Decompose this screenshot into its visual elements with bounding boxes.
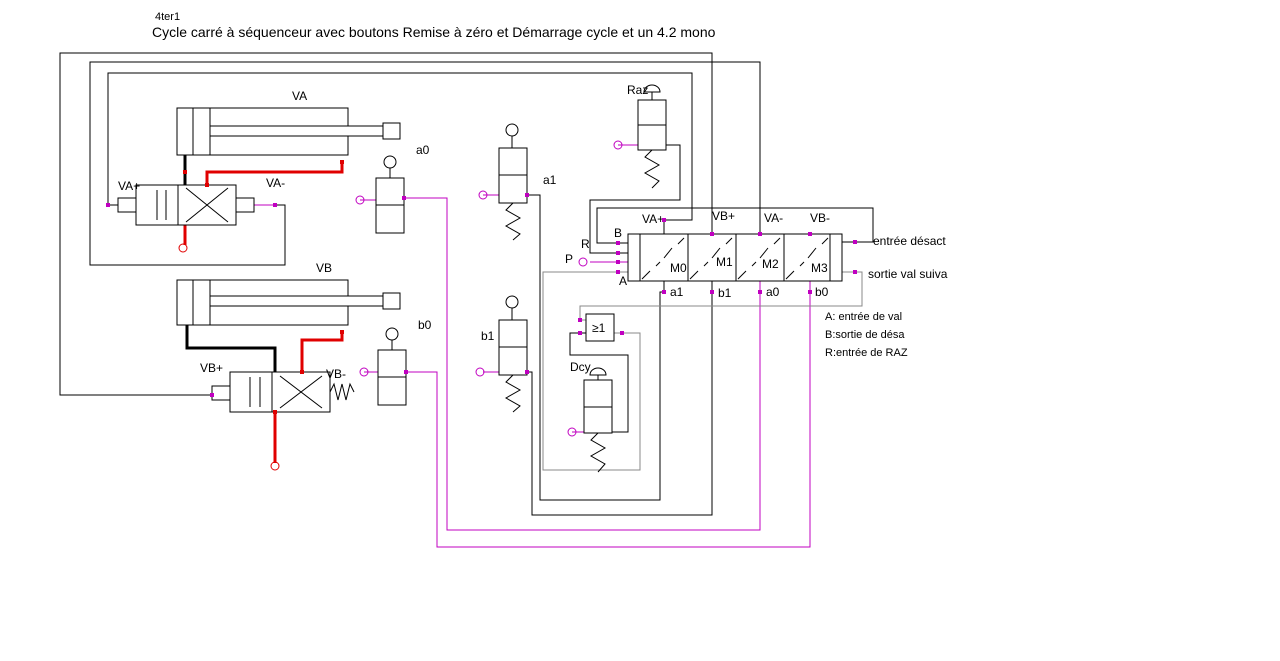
sensor-valve-a0: a0 xyxy=(375,143,430,234)
input-b0: b0 xyxy=(815,285,829,299)
dcy-label: Dcy xyxy=(570,360,591,374)
legend-a: A: entrée de val xyxy=(825,311,902,323)
sensor-valve-b1: b1 xyxy=(481,295,528,413)
raz-label: Raz xyxy=(627,83,648,97)
output-va-minus: VA- xyxy=(764,211,783,225)
cylinder-vb: VB xyxy=(176,261,401,326)
diagram-code: 4ter1 xyxy=(155,11,180,23)
vb-plus-label: VB+ xyxy=(200,361,223,375)
port-a: A xyxy=(619,274,627,288)
valve-va-4-2: VA+ VA- xyxy=(117,176,285,226)
pressure-source-icon xyxy=(178,243,188,253)
legend-r: R:entrée de RAZ xyxy=(825,347,908,359)
cylinder-vb-label: VB xyxy=(316,261,332,275)
port-b: B xyxy=(614,226,622,240)
sequencer: M0 M1 M2 M3 VA+ VB+ VA- VB- a1 b1 a0 b0 … xyxy=(565,209,948,300)
sensor-valve-b0: b0 xyxy=(377,318,432,406)
port-r: R xyxy=(581,237,590,251)
wire-a0 xyxy=(404,197,761,531)
pressure-source-icon xyxy=(578,257,588,267)
cylinder-va-label: VA xyxy=(292,89,307,103)
input-a0: a0 xyxy=(766,285,780,299)
sensor-b1-label: b1 xyxy=(481,329,495,343)
module-m3: M3 xyxy=(811,261,828,275)
sensor-a1-label: a1 xyxy=(543,173,557,187)
valve-vb-4-2-mono: VB+ VB- xyxy=(200,361,355,413)
or-gate: ≥1 xyxy=(585,313,615,342)
cylinder-va: VA xyxy=(176,89,401,156)
wire-or-output xyxy=(542,271,641,471)
entree-desact-label: entrée désact xyxy=(873,234,946,248)
va-plus-label: VA+ xyxy=(118,179,140,193)
sensor-b0-label: b0 xyxy=(418,318,432,332)
button-raz[interactable]: Raz xyxy=(627,83,667,189)
wire-b0 xyxy=(406,281,811,548)
wire-vb-plus xyxy=(59,52,713,396)
sensor-a0-label: a0 xyxy=(416,143,430,157)
port-p: P xyxy=(565,252,573,266)
wire-raz xyxy=(589,144,681,254)
output-vb-minus: VB- xyxy=(810,211,830,225)
legend: A: entrée de val B:sortie de désa R:entr… xyxy=(825,311,908,359)
pressure-source-icon xyxy=(270,461,280,471)
wire-dcy xyxy=(569,332,629,433)
module-m2: M2 xyxy=(762,257,779,271)
wire-desact xyxy=(596,207,874,244)
output-vb-plus: VB+ xyxy=(712,209,735,223)
or-gate-label: ≥1 xyxy=(592,321,606,335)
vb-minus-label: VB- xyxy=(326,367,346,381)
wire-va-minus xyxy=(89,61,761,266)
legend-b: B:sortie de désa xyxy=(825,329,905,341)
input-b1: b1 xyxy=(718,286,732,300)
wire-b1 xyxy=(527,281,713,516)
module-m1: M1 xyxy=(716,255,733,269)
button-dcy[interactable]: Dcy xyxy=(570,360,613,473)
diagram-title: Cycle carré à séquenceur avec boutons Re… xyxy=(152,24,716,40)
module-m0: M0 xyxy=(670,261,687,275)
sortie-val-suiva-label: sortie val suiva xyxy=(868,267,948,281)
va-minus-label: VA- xyxy=(266,176,285,190)
sensor-valve-a1: a1 xyxy=(498,123,557,241)
input-a1: a1 xyxy=(670,285,684,299)
output-va-plus: VA+ xyxy=(642,212,664,226)
